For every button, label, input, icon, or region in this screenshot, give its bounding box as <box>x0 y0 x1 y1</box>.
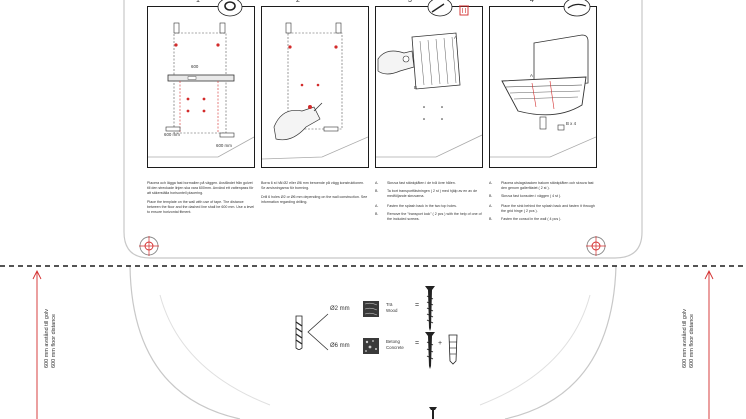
plus-sign: + <box>438 340 443 347</box>
step-number: 1 <box>196 0 200 4</box>
instruction-en: Place the template on the wall with use … <box>147 200 255 214</box>
equals-sign: = <box>415 340 420 347</box>
step-2-description: Borra 6 st hål Ø2 eller Ø6 mm beroende p… <box>261 181 369 209</box>
concrete-texture-icon <box>363 338 379 354</box>
step-number: 3 <box>408 0 412 4</box>
callout-b: B <box>414 85 417 90</box>
instruction-sv: Placera och lägga fast bormallen på vägg… <box>147 181 254 195</box>
list-marker: A. <box>375 204 379 208</box>
material-label-en: Wood <box>386 308 398 313</box>
floor-distance-en: 600 mm floor distance <box>51 313 57 368</box>
list-item: Skruva fast stänkplåten i de två övre hå… <box>387 181 456 185</box>
list-item: Place the sink behind the splash back an… <box>501 204 595 213</box>
step-2-illustration <box>261 6 369 168</box>
callout-a: A <box>530 73 533 78</box>
screw-icon <box>563 0 591 17</box>
step-number: 2 <box>296 0 300 4</box>
screw-icon <box>425 332 435 369</box>
equals-sign: = <box>415 302 420 309</box>
connector-lines <box>307 313 329 351</box>
list-marker: B. <box>375 212 379 216</box>
dim-label: 600 mm <box>164 132 180 137</box>
material-label-sv: Betong <box>386 339 400 344</box>
floor-distance-en: 600 mm floor distance <box>689 313 695 368</box>
floor-distance-sv: 600 mm avstånd till golv <box>44 309 50 368</box>
list-item: Placera utslagsbacken bakom stänkplåten … <box>501 181 594 190</box>
trash-icon <box>459 5 469 16</box>
list-marker: A. <box>489 204 493 208</box>
dim-label: 600 mm <box>216 143 232 148</box>
drill-bit-icon <box>217 0 243 17</box>
list-item: Remove the "transport lock" ( 2 pcs ) wi… <box>387 212 482 221</box>
floor-distance-sv: 600 mm avstånd till golv <box>682 309 688 368</box>
step-4-illustration: A B x 4 <box>489 6 597 168</box>
step-number: 4 <box>530 0 534 4</box>
material-label-sv: Trä <box>386 302 393 307</box>
material-label-en: Concrete <box>386 345 404 350</box>
instruction-en: Drill 6 holes Ø2 or Ø6 mm depending on t… <box>261 195 368 204</box>
step-1-description: Placera och lägga fast bormallen på vägg… <box>147 181 255 219</box>
step-4-description: A. Placera utslagsbacken bakom stänkplåte… <box>489 181 597 225</box>
screw-icon <box>427 0 453 17</box>
floor-distance-label-right: 600 mm avstånd till golv 600 mm floor di… <box>682 309 696 368</box>
instruction-sv: Borra 6 st hål Ø2 eller Ø6 mm beroende p… <box>261 181 365 190</box>
list-item: Skruva fast konsolen i väggen ( 4 st ). <box>501 194 562 198</box>
callout-a: A <box>454 35 457 40</box>
callout-b: B x 4 <box>566 121 577 126</box>
floor-distance-label-left: 600 mm avstånd till golv 600 mm floor di… <box>44 309 58 368</box>
step-3-description: A. Skruva fast stänkplåten i de två övre … <box>375 181 483 225</box>
screw-icon <box>429 407 437 419</box>
drill-bit-icon <box>295 315 303 350</box>
list-item: Fasten the consol in the wall ( 4 pcs ). <box>501 217 562 221</box>
list-item: Fasten the splash back in the two top ho… <box>387 204 457 208</box>
drill-size-large: Ø6 mm <box>330 343 350 349</box>
drill-size-small: Ø2 mm <box>330 306 350 312</box>
list-marker: B. <box>375 189 379 193</box>
target-crosshair-icon <box>586 236 606 256</box>
list-marker: A. <box>375 181 379 185</box>
screw-icon <box>425 286 435 331</box>
step-1-illustration: 600 600 mm 600 mm <box>147 6 255 168</box>
dim-label: 600 <box>191 64 199 69</box>
list-marker: B. <box>489 217 493 221</box>
wall-plug-icon <box>448 334 458 365</box>
list-item: Ta bort transportfästningen ( 2 st ) med… <box>387 189 478 198</box>
list-marker: A. <box>489 181 493 185</box>
list-marker: B. <box>489 194 493 198</box>
step-3-illustration: A B <box>375 6 483 168</box>
target-crosshair-icon <box>139 236 159 256</box>
wood-texture-icon <box>363 301 379 317</box>
